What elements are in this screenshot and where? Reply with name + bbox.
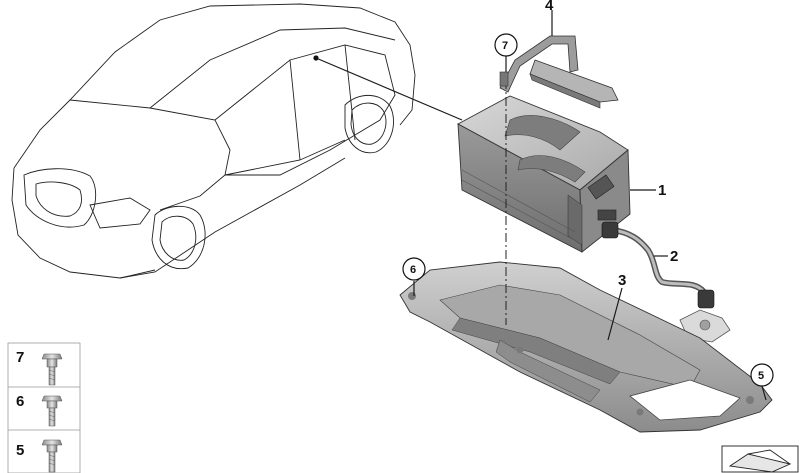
legend-number: 5 [16,442,24,459]
callout-label: 3 [618,272,626,289]
callout-label: 2 [670,248,678,265]
bracket-part [499,35,619,109]
callout-label: 1 [658,182,666,199]
screw-icon [41,353,63,386]
legend-row-6: 6 [16,393,63,427]
callout-4: 4 [545,0,554,14]
screw-icon [41,395,63,427]
callout-5: 5 [750,363,774,387]
callout-label: 6 [410,264,416,276]
location-leader-line [315,57,463,121]
legend-row-5: 5 [16,439,63,473]
vehicle-outline [11,3,416,279]
callout-label: 4 [545,0,554,14]
callout-2: 2 [670,248,678,265]
callout-7: 7 [494,33,518,57]
callout-3: 3 [618,272,626,289]
legend-number: 6 [16,393,24,410]
leader-line-3 [607,287,623,341]
callout-label: 7 [502,40,508,52]
screw-icon [41,439,63,473]
parts-symbol-icon [721,445,799,473]
cable-part [601,221,715,309]
callout-6: 6 [402,257,426,281]
bolt-7-marker [499,71,509,87]
callout-1: 1 [658,182,666,199]
battery-unit-part [457,95,631,253]
callout-label: 5 [758,370,764,382]
fastener-legend: 7 6 5 [7,342,81,473]
leader-line-5 [761,385,767,401]
legend-number: 7 [16,349,24,366]
tray-part [399,261,773,433]
legend-row-7: 7 [16,349,63,386]
